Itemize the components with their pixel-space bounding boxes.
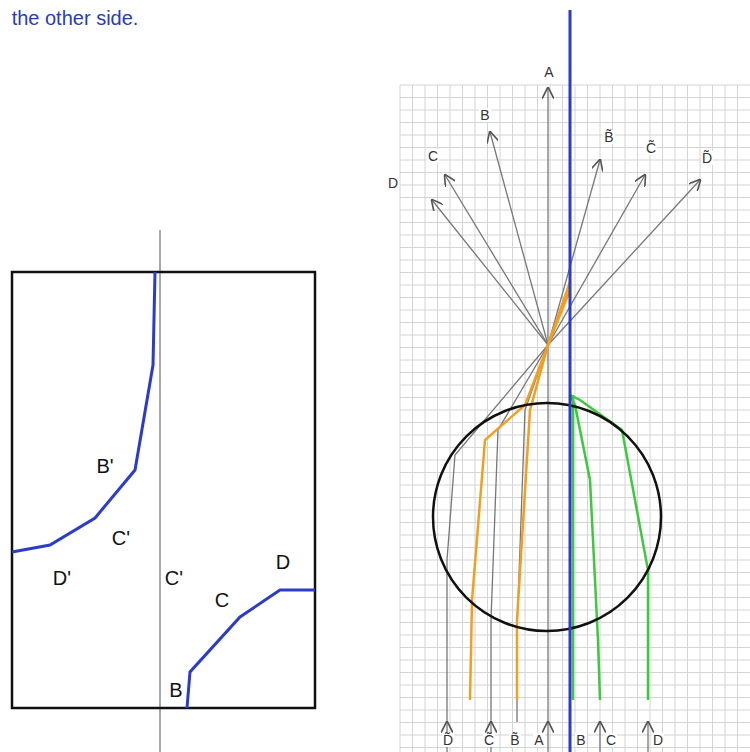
ray-label: C̃ xyxy=(483,733,495,747)
ray-label: A xyxy=(543,65,554,79)
ray-label: D xyxy=(652,733,664,747)
grid-line xyxy=(400,560,750,561)
grid-line xyxy=(400,360,750,361)
grid-line xyxy=(400,747,750,748)
grid-line xyxy=(400,610,750,611)
grid-line xyxy=(400,335,750,336)
grid-line xyxy=(400,210,750,211)
light-ray xyxy=(517,290,570,700)
grid-line xyxy=(400,672,750,673)
grid-line xyxy=(400,235,750,236)
ray-label: D̃ xyxy=(701,151,713,165)
object-curve xyxy=(187,590,315,708)
grid-line xyxy=(400,385,750,386)
point-label: D' xyxy=(53,568,71,588)
heading-text: the other side. xyxy=(12,8,139,28)
light-ray xyxy=(599,722,600,752)
ray-label: B̃ xyxy=(603,130,614,144)
light-ray xyxy=(445,175,548,722)
ray-label: C xyxy=(605,733,617,747)
grid-line xyxy=(400,710,750,711)
axis-line xyxy=(159,230,161,752)
grid-line xyxy=(400,510,750,511)
grid-line xyxy=(400,85,750,86)
grid-line xyxy=(400,422,750,423)
grid-line xyxy=(400,635,750,636)
light-ray xyxy=(470,282,570,700)
ray-label: B̃ xyxy=(509,733,520,747)
point-label: D xyxy=(276,552,290,572)
grid-line xyxy=(400,172,750,173)
grid-line xyxy=(400,110,750,111)
point-label: C xyxy=(215,590,229,610)
grid-line xyxy=(400,97,750,98)
grid-line xyxy=(400,572,750,573)
grid-line xyxy=(400,310,750,311)
grid-line xyxy=(400,435,750,436)
grid-line xyxy=(400,660,750,661)
grid-line xyxy=(400,647,750,648)
grid-line xyxy=(400,535,750,536)
optical-axis xyxy=(569,10,572,752)
grid-line xyxy=(400,547,750,548)
light-ray xyxy=(547,88,548,722)
grid-line xyxy=(400,285,750,286)
ray-label: C xyxy=(427,149,439,163)
ray-label: B xyxy=(575,733,586,747)
light-ray xyxy=(570,395,600,700)
image-curve xyxy=(12,272,155,552)
grid-line xyxy=(400,597,750,598)
grid-line xyxy=(400,322,750,323)
grid-line xyxy=(400,447,750,448)
ray-label: D xyxy=(387,176,399,190)
grid-line xyxy=(400,135,750,136)
lens-sphere xyxy=(433,403,661,631)
light-ray xyxy=(570,395,648,700)
grid-line xyxy=(400,122,750,123)
ray-label: C̃ xyxy=(645,141,657,155)
point-label: C' xyxy=(165,568,183,588)
grid-line xyxy=(400,497,750,498)
ray-label: A xyxy=(533,733,544,747)
grid-line xyxy=(400,522,750,523)
grid-line xyxy=(400,197,750,198)
grid-line xyxy=(400,147,750,148)
grid-line xyxy=(400,685,750,686)
grid-line xyxy=(400,347,750,348)
light-ray xyxy=(432,200,548,722)
ray-label: D̃ xyxy=(442,733,454,747)
grid-line xyxy=(400,472,750,473)
point-label: B' xyxy=(96,456,113,476)
grid-line xyxy=(400,185,750,186)
grid-line xyxy=(400,372,750,373)
point-label: B xyxy=(169,680,182,700)
grid-line xyxy=(400,722,750,723)
grid-line xyxy=(400,585,750,586)
light-ray xyxy=(647,722,648,752)
panel-frame xyxy=(12,272,315,708)
grid-line xyxy=(400,622,750,623)
grid-paper xyxy=(400,85,750,752)
light-ray xyxy=(548,175,645,345)
grid-line xyxy=(400,697,750,698)
light-rays xyxy=(432,88,700,752)
grid-line xyxy=(400,160,750,161)
point-label: C' xyxy=(112,528,130,548)
grid-line xyxy=(400,272,750,273)
light-ray xyxy=(547,722,548,752)
grid-line xyxy=(400,260,750,261)
grid-line xyxy=(400,460,750,461)
light-ray xyxy=(572,395,575,700)
grid-line xyxy=(400,222,750,223)
ray-label: B xyxy=(479,108,490,122)
